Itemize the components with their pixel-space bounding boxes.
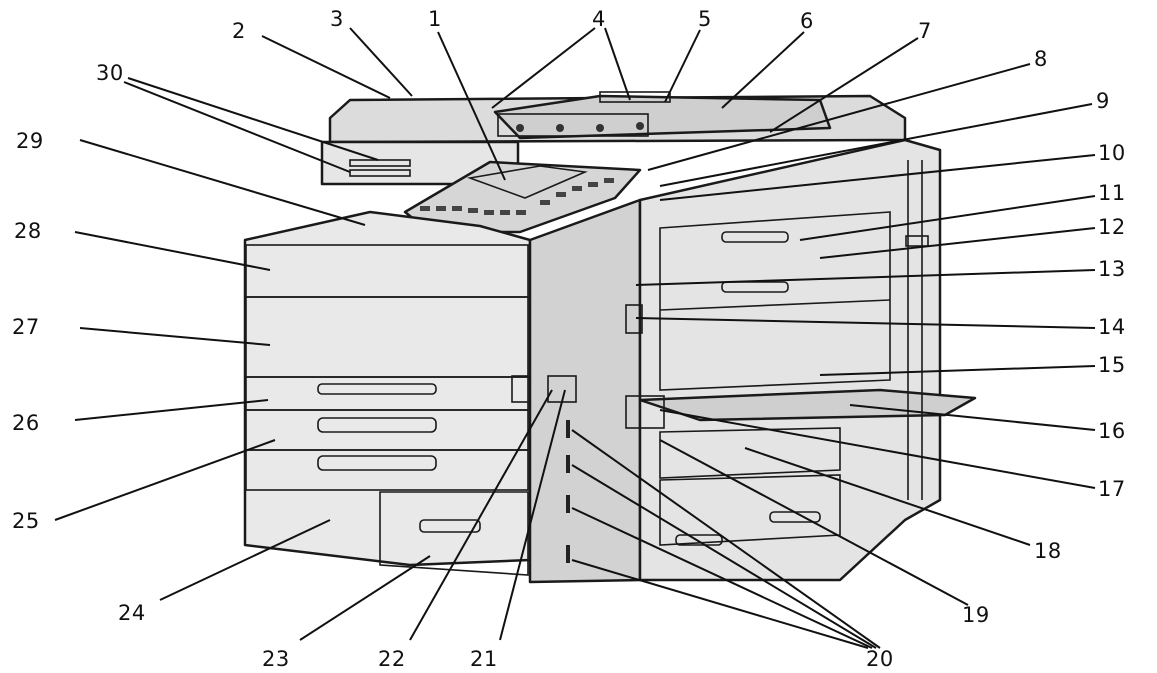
callout-13: 13 [1098,257,1126,281]
leader-7 [769,37,919,133]
leader-20d [571,559,869,649]
leader-8 [647,63,1031,171]
callout-labels: 1 2 3 4 5 6 7 8 9 10 11 12 13 14 15 16 1… [12,7,1126,671]
leader-21 [499,389,566,641]
callout-18: 18 [1034,539,1062,563]
leader-3 [349,27,413,97]
leader-27 [79,327,271,346]
leader-30a [127,77,379,161]
callout-4: 4 [592,7,606,31]
callout-5: 5 [698,7,712,31]
leader-2 [261,35,391,99]
callout-25: 25 [12,509,40,533]
panel-keys [420,178,614,215]
leader-24 [159,519,331,601]
leader-28 [74,231,271,271]
callout-12: 12 [1098,215,1126,239]
leader-4a [491,27,596,109]
callout-6: 6 [800,9,814,33]
callout-14: 14 [1098,315,1126,339]
leader-6 [721,31,805,109]
callout-17: 17 [1098,477,1126,501]
leader-23 [299,555,431,641]
callout-27: 27 [12,315,40,339]
leader-20b [571,464,877,649]
leader-12 [819,227,1096,259]
copier-illustration [243,91,977,584]
leader-lines [54,27,1096,649]
side-unit [625,138,977,582]
callout-8: 8 [1034,47,1048,71]
callout-30: 30 [96,61,124,85]
callout-1: 1 [428,7,442,31]
callout-16: 16 [1098,419,1126,443]
callout-10: 10 [1098,141,1126,165]
callout-23: 23 [262,647,290,671]
leader-10 [659,154,1096,201]
callout-9: 9 [1096,89,1110,113]
leader-30b [123,81,351,173]
leader-4b [604,27,631,101]
callout-15: 15 [1098,353,1126,377]
leader-17 [659,409,1096,489]
callout-19: 19 [962,603,990,627]
leader-20a [571,429,881,649]
leader-13 [635,269,1096,286]
leader-14 [635,317,1096,329]
callout-7: 7 [918,19,932,43]
control-panel [403,160,642,234]
callout-20: 20 [866,647,894,671]
callout-24: 24 [118,601,146,625]
callout-11: 11 [1098,181,1126,205]
callout-29: 29 [16,129,44,153]
main-body [243,198,642,584]
leader-5 [664,29,701,103]
callout-26: 26 [12,411,40,435]
leader-18 [744,447,1031,546]
leader-22 [409,389,553,641]
leader-1 [437,31,506,181]
leader-26 [74,399,269,421]
callout-2: 2 [232,19,246,43]
callout-21: 21 [470,647,498,671]
leader-29 [79,139,366,226]
leader-9 [659,103,1093,187]
leader-11 [799,195,1096,241]
leader-16 [849,404,1096,431]
leader-25 [54,439,276,521]
leader-15 [819,365,1096,376]
leader-20c [571,507,873,649]
callout-3: 3 [330,7,344,31]
leader-19 [659,439,969,606]
callout-28: 28 [14,219,42,243]
callout-22: 22 [378,647,406,671]
